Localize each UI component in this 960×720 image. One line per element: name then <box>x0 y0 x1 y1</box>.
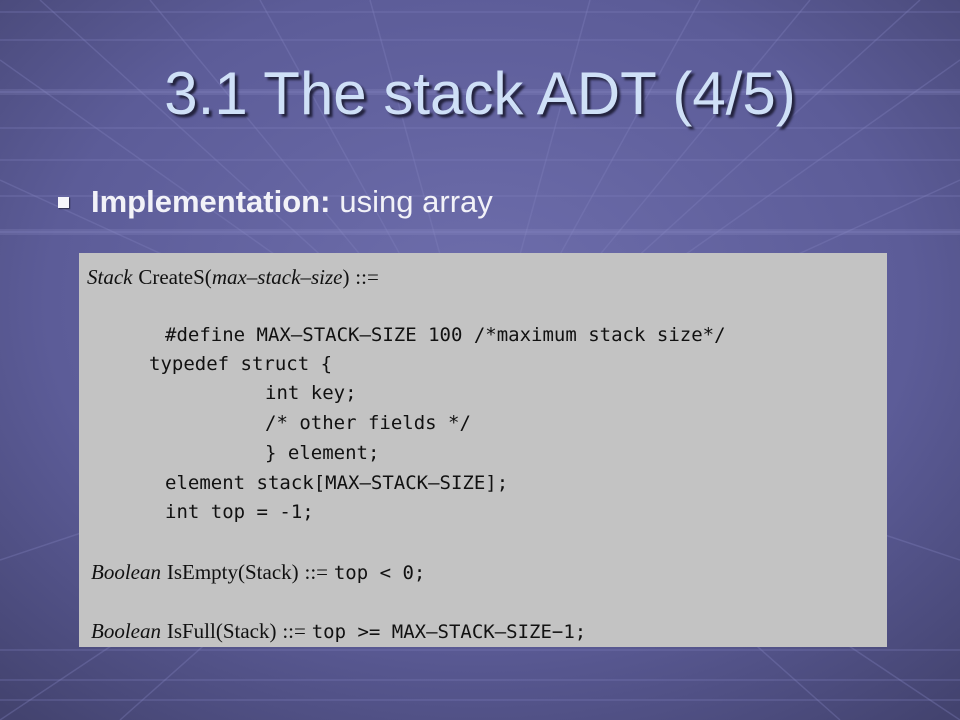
bullet-item: Implementation: using array <box>58 180 493 224</box>
code-line-struct-close: } element; <box>265 442 380 464</box>
code-line-int-key: int key; <box>265 382 357 404</box>
code-line-typedef: typedef struct { <box>149 353 333 375</box>
isempty-assign: ::= <box>304 560 328 584</box>
bullet-text: using array <box>339 184 493 219</box>
create-assign: ::= <box>355 265 379 289</box>
code-panel: Stack CreateS(max‒stack‒size) ::= #defin… <box>79 253 887 647</box>
create-close: ) <box>342 265 350 289</box>
isfull-expr: top >= MAX‒STACK‒SIZE−1; <box>311 621 587 643</box>
create-func-name: CreateS( <box>138 265 212 289</box>
isempty-signature: Boolean IsEmpty(Stack) ::= top < 0; <box>91 558 425 587</box>
square-bullet-icon <box>58 196 69 208</box>
isfull-return-type: Boolean <box>91 619 161 643</box>
isempty-func-name: IsEmpty(Stack) <box>166 560 299 584</box>
isfull-assign: ::= <box>282 619 306 643</box>
code-line-top-init: int top = -1; <box>165 501 314 523</box>
code-line-comment: /* other fields */ <box>265 412 471 434</box>
code-line-define: #define MAX‒STACK‒SIZE 100 /*maximum sta… <box>165 324 726 346</box>
bullet-keyword: Implementation: <box>91 184 331 219</box>
create-param: max‒stack‒size <box>211 265 343 289</box>
create-return-type: Stack <box>87 265 133 289</box>
code-line-stack-array: element stack[MAX‒STACK‒SIZE]; <box>165 472 509 494</box>
isfull-func-name: IsFull(Stack) <box>166 619 277 643</box>
slide-title: 3.1 The stack ADT (4/5) <box>164 60 796 127</box>
isempty-return-type: Boolean <box>91 560 161 584</box>
isfull-signature: Boolean IsFull(Stack) ::= top >= MAX‒STA… <box>91 617 586 646</box>
isempty-expr: top < 0; <box>333 562 426 584</box>
create-signature: Stack CreateS(max‒stack‒size) ::= <box>87 263 379 292</box>
